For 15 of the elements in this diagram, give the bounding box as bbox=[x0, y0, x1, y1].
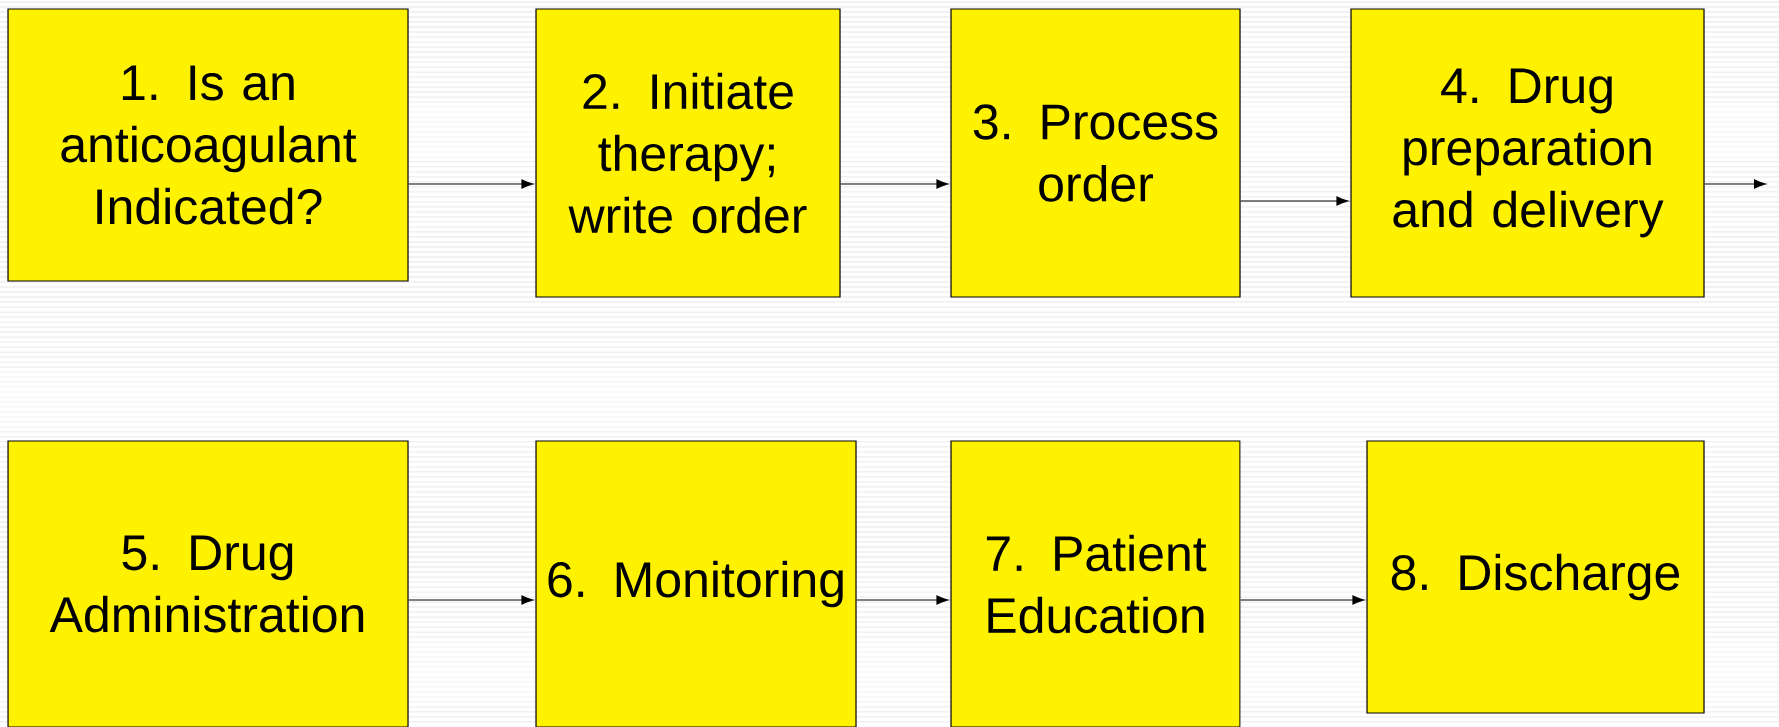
arrow bbox=[1240, 595, 1365, 605]
arrow bbox=[408, 179, 534, 189]
arrow bbox=[840, 179, 949, 189]
arrow bbox=[856, 595, 949, 605]
process-box: 6. Monitoring bbox=[535, 440, 857, 727]
process-box: 1. Is an anticoagulant Indicated? bbox=[7, 8, 409, 282]
process-box: 4. Drug preparation and delivery bbox=[1350, 8, 1705, 298]
arrow bbox=[1240, 196, 1349, 206]
process-box: 5. Drug Administration bbox=[7, 440, 409, 727]
process-box: 8. Discharge bbox=[1366, 440, 1705, 714]
arrow bbox=[408, 595, 534, 605]
process-box: 7. Patient Education bbox=[950, 440, 1241, 727]
process-box: 2. Initiate therapy; write order bbox=[535, 8, 841, 298]
arrow bbox=[1704, 179, 1766, 189]
process-box: 3. Process order bbox=[950, 8, 1241, 298]
